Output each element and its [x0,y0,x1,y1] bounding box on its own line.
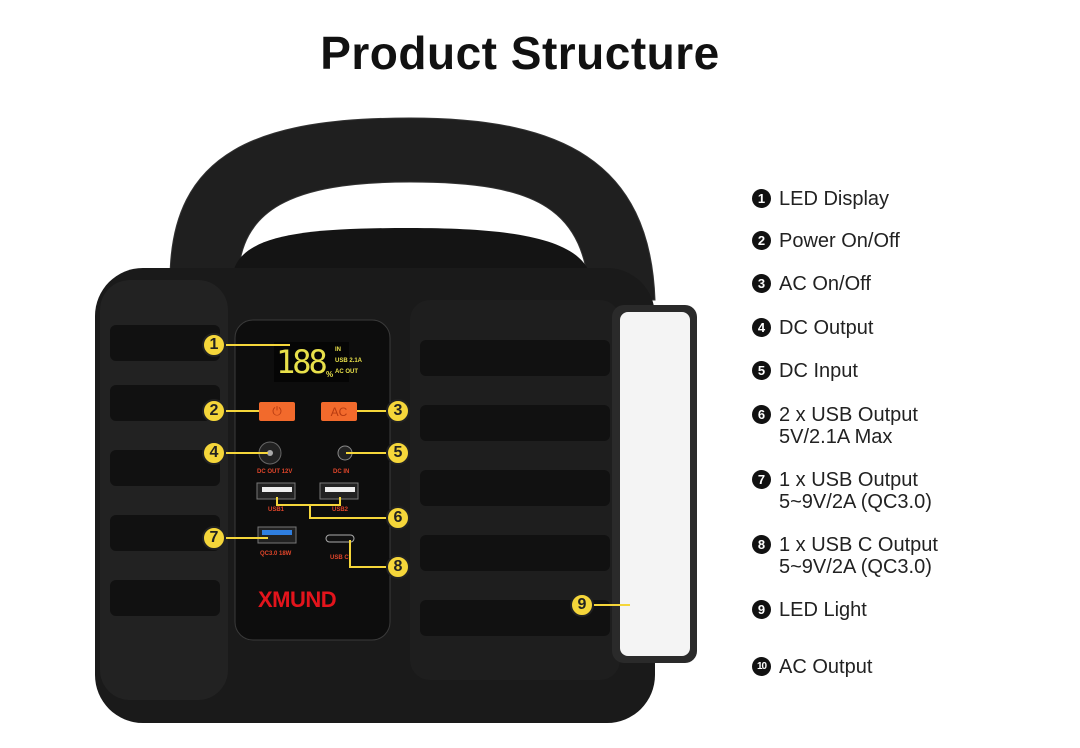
lcd-ac-out: AC OUT [335,369,358,375]
callout-7: 7 [202,526,226,550]
callout-2: 2 [202,399,226,423]
legend-label: LED Display [779,188,890,210]
callout-5: 5 [386,441,410,465]
number-badge: 2 [752,231,771,250]
lcd-in: IN [335,347,341,353]
legend-label: DC Input [779,360,858,382]
legend-detail: 5~9V/2A (QC3.0) [779,491,932,513]
legend-detail: 5~9V/2A (QC3.0) [779,556,932,578]
number-badge: 1 [752,189,771,208]
callout-4: 4 [202,441,226,465]
number-badge: 10 [752,657,771,676]
callout-8: 8 [386,555,410,579]
ac-button[interactable]: AC [321,402,357,421]
side-ribs [110,325,610,636]
callout-leader-lines [226,344,630,606]
dc-out-label: DC OUT 12V [257,469,293,475]
callout-9: 9 [570,593,594,617]
qc-label: QC3.0 18W [260,551,292,557]
legend-label: Power On/Off [779,230,900,252]
number-badge: 9 [752,600,771,619]
legend-item: 10 AC Output [752,656,872,678]
lcd-percent: % [326,370,334,379]
lcd-usb: USB 2.1A [335,358,363,364]
legend-item: 3 AC On/Off [752,273,871,295]
legend-item: 4 DC Output [752,317,873,339]
number-badge: 4 [752,318,771,337]
legend-item: 1 LED Display [752,188,889,210]
led-light-panel [620,312,690,656]
legend-item: 9 LED Light [752,599,867,621]
power-icon: ⏻ [272,404,282,418]
number-badge: 7 [752,470,771,489]
legend-detail: 5V/2.1A Max [779,426,893,448]
dc-in-label: DC IN [333,469,350,475]
page-title: Product Structure [320,27,720,79]
legend-label: DC Output [779,317,874,339]
legend-label: 2 x USB Output [779,404,918,426]
callout-6: 6 [386,506,410,530]
usb-c-port [325,534,355,543]
legend-label: 1 x USB C Output [779,534,938,556]
callout-3: 3 [386,399,410,423]
usbc-label: USB C [330,555,349,561]
usb2-label: USB2 [332,507,349,513]
brand-logo: XMUND [258,587,337,612]
legend-label: 1 x USB Output [779,469,918,491]
number-badge: 5 [752,361,771,380]
legend-item: 5 DC Input [752,360,858,382]
number-badge: 8 [752,535,771,554]
power-button[interactable]: ⏻ [259,402,295,421]
control-panel [234,319,391,641]
legend-label: LED Light [779,599,867,621]
callout-1: 1 [202,333,226,357]
usb1-label: USB1 [268,507,285,513]
lcd-display [274,342,349,382]
number-badge: 6 [752,405,771,424]
legend-label: AC On/Off [779,273,871,295]
number-badge: 3 [752,274,771,293]
legend-label: AC Output [779,656,873,678]
handle [169,117,656,301]
legend-item: 2 Power On/Off [752,230,900,252]
lcd-digits: 188 [276,343,328,381]
